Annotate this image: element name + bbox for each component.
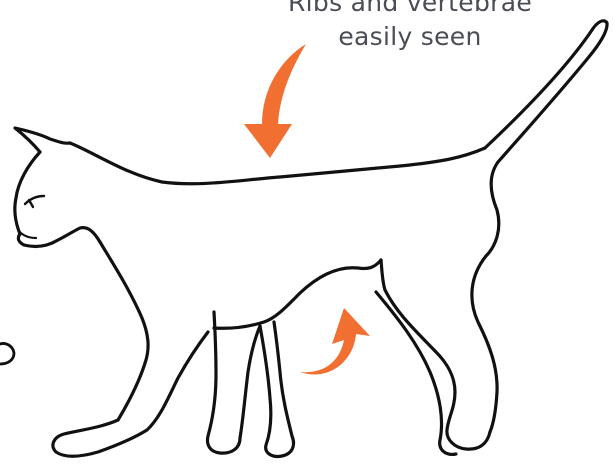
cat-tail-lower xyxy=(486,162,499,256)
stray-mark xyxy=(0,343,14,364)
cat-outline xyxy=(0,21,607,457)
arrow-belly xyxy=(300,308,370,374)
cat-tail-upper xyxy=(485,21,607,162)
cat-chest xyxy=(100,242,148,420)
cat-second-front-leg xyxy=(260,322,294,456)
cat-back-second-leg xyxy=(376,292,456,454)
cat-mouth xyxy=(18,230,36,238)
cat-inner-leg xyxy=(208,312,241,453)
cat-eye xyxy=(25,196,44,207)
arrow-top xyxy=(244,44,306,158)
cat-belly xyxy=(214,260,381,328)
cat-back xyxy=(70,143,485,184)
cat-haunch xyxy=(472,256,497,432)
cat-ear xyxy=(15,128,70,152)
cat-inner-leg-2 xyxy=(240,326,260,438)
arrows xyxy=(244,44,370,374)
